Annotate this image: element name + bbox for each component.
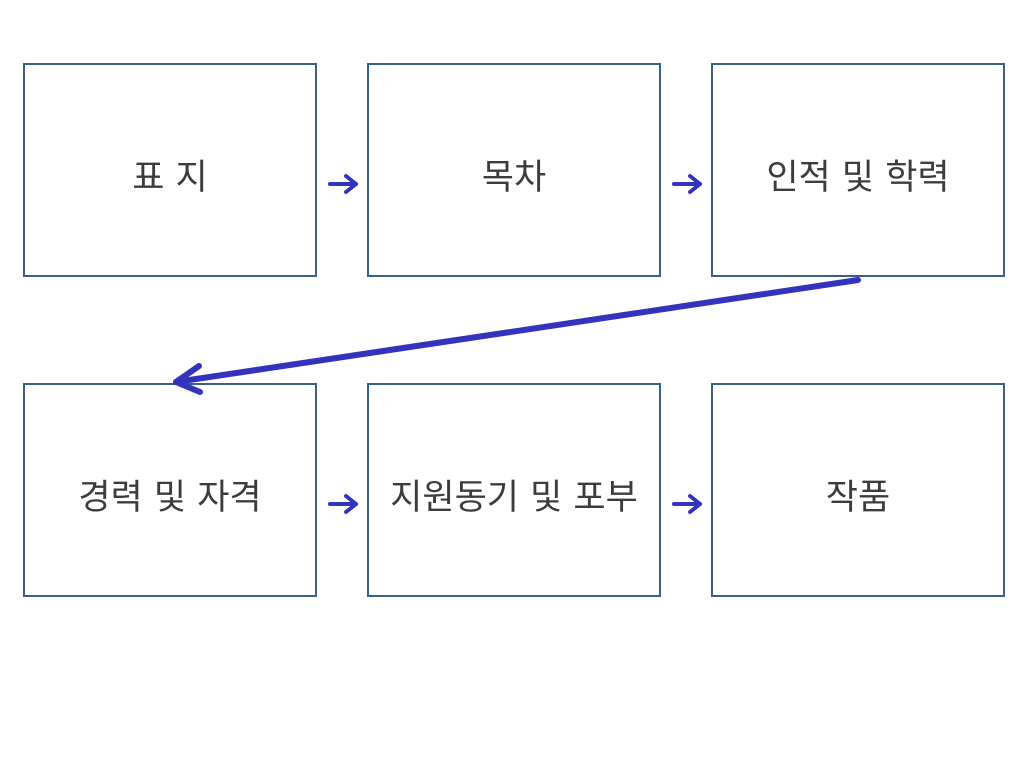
- arrow-career-to-motivation: [328, 494, 358, 514]
- arrow-cover-to-contents: [328, 174, 358, 194]
- step-box-portfolio: 작품: [711, 383, 1005, 597]
- arrow-motivation-to-portfolio: [672, 494, 702, 514]
- step-label-personal-education: 인적 및 학력: [766, 158, 950, 198]
- step-label-career-qualifications: 경력 및 자격: [78, 478, 262, 518]
- step-box-cover: 표 지: [23, 63, 317, 277]
- step-label-motivation-aspirations: 지원동기 및 포부: [390, 478, 638, 518]
- arrow-contents-to-personal: [672, 174, 702, 194]
- step-box-personal-education: 인적 및 학력: [711, 63, 1005, 277]
- step-label-cover: 표 지: [132, 158, 208, 198]
- step-box-contents: 목차: [367, 63, 661, 277]
- step-box-motivation-aspirations: 지원동기 및 포부: [367, 383, 661, 597]
- step-label-contents: 목차: [481, 158, 547, 198]
- step-box-career-qualifications: 경력 및 자격: [23, 383, 317, 597]
- arrow-personal-to-career: [173, 277, 861, 395]
- step-label-portfolio: 작품: [825, 478, 891, 518]
